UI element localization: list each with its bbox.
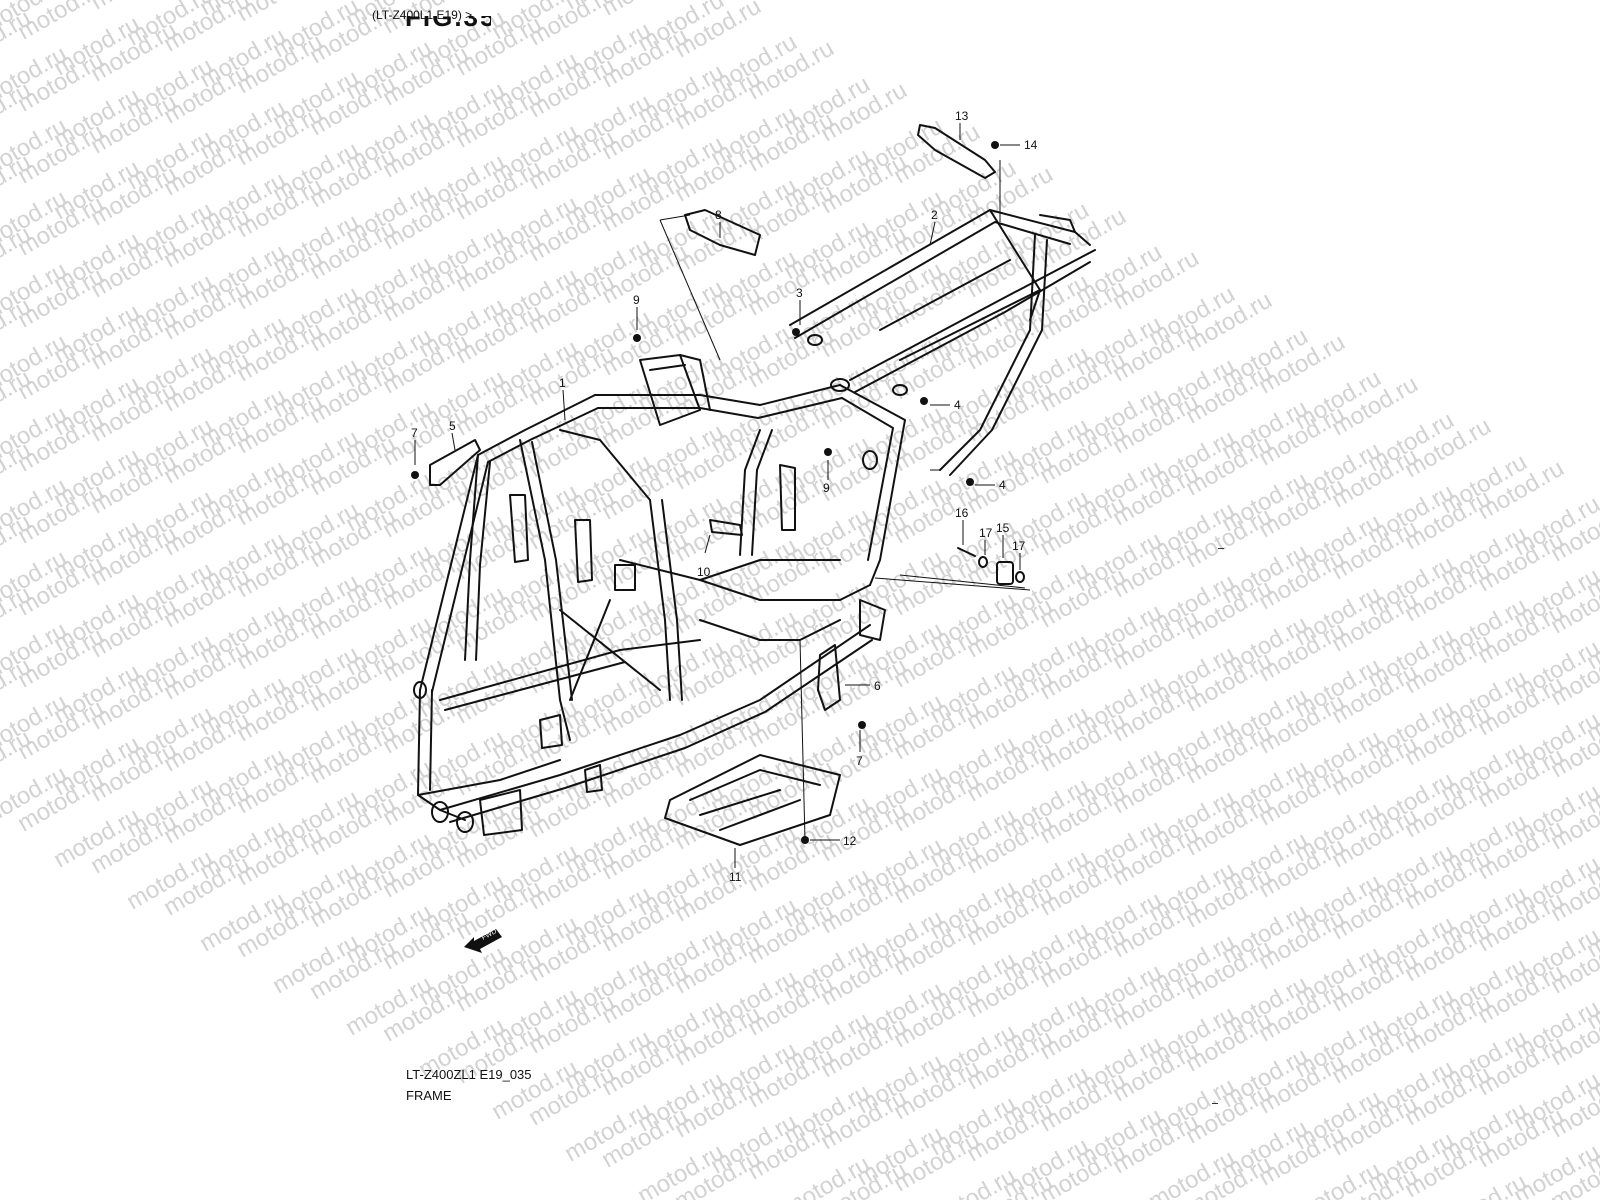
washer-17b bbox=[1015, 571, 1025, 583]
callout-7-right: 7 bbox=[856, 754, 863, 768]
dash-mark bbox=[1218, 548, 1224, 549]
callout-9-upper: 9 bbox=[633, 293, 640, 307]
callout-9-lower: 9 bbox=[823, 481, 830, 495]
bolt-9a bbox=[633, 334, 641, 342]
battery-box bbox=[639, 354, 701, 426]
collar-15 bbox=[996, 561, 1014, 585]
callout-17-right: 17 bbox=[1012, 539, 1026, 553]
callout-4-lower: 4 bbox=[999, 478, 1006, 492]
callout-6: 6 bbox=[874, 679, 881, 693]
callout-16: 16 bbox=[955, 506, 969, 520]
callout-12: 12 bbox=[843, 834, 857, 848]
bolt-16 bbox=[957, 547, 976, 557]
header-title: (LT-Z400L1 E19) > bbox=[372, 8, 473, 22]
bolt-9b bbox=[824, 448, 832, 456]
callout-17-left: 17 bbox=[979, 526, 993, 540]
callout-14: 14 bbox=[1024, 138, 1038, 152]
bolt-7b bbox=[858, 721, 866, 729]
callout-8: 8 bbox=[715, 208, 722, 222]
callout-15: 15 bbox=[996, 521, 1010, 535]
bolt-4b bbox=[966, 478, 974, 486]
figure-number-partial: FIG.35 bbox=[405, 16, 491, 30]
seat-rail-plate-13 bbox=[917, 124, 996, 179]
bolt-14 bbox=[991, 141, 999, 149]
footer-diagram-code: LT-Z400ZL1 E19_035 bbox=[406, 1067, 532, 1082]
frame-front-upright bbox=[417, 689, 466, 821]
rear-subframe bbox=[789, 209, 1091, 326]
callout-11: 11 bbox=[729, 870, 742, 884]
bolt-4a bbox=[920, 397, 928, 405]
washer-17a bbox=[978, 556, 988, 568]
callout-1: 1 bbox=[559, 376, 566, 390]
skid-plate-11 bbox=[664, 754, 841, 846]
footer-diagram-title: FRAME bbox=[406, 1088, 452, 1103]
plate-6 bbox=[817, 644, 841, 711]
callout-3: 3 bbox=[796, 286, 803, 300]
bolt-3 bbox=[792, 328, 800, 336]
plate-5 bbox=[429, 439, 481, 486]
bolt-7a bbox=[411, 471, 419, 479]
callout-5: 5 bbox=[449, 419, 456, 433]
fwd-arrow-icon: FWD bbox=[464, 928, 502, 953]
bracket-8 bbox=[684, 209, 761, 256]
callout-13: 13 bbox=[955, 109, 969, 123]
callout-4-upper: 4 bbox=[954, 398, 961, 412]
stud-10 bbox=[709, 519, 743, 536]
dash-mark bbox=[1212, 1103, 1218, 1104]
callout-2: 2 bbox=[931, 208, 938, 222]
callout-10: 10 bbox=[697, 565, 711, 579]
callout-7-left: 7 bbox=[411, 426, 418, 440]
